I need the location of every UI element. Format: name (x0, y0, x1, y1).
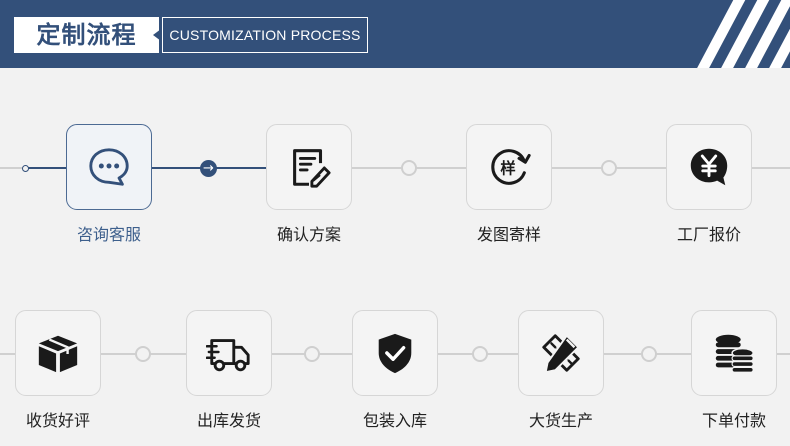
step-label: 出库发货 (196, 411, 261, 430)
page-title: 定制流程 (14, 17, 159, 53)
document-edit-icon (293, 149, 331, 188)
step-pack-storage[interactable] (352, 310, 438, 396)
step-label: 大货生产 (528, 411, 593, 430)
step-label: 收货好评 (25, 411, 90, 430)
pencil-ruler-icon (542, 334, 580, 374)
flow-connector (304, 346, 320, 362)
step-factory-quote[interactable] (666, 124, 752, 210)
step-order-payment[interactable] (691, 310, 777, 396)
header-banner: 定制流程 CUSTOMIZATION PROCESS (0, 0, 790, 68)
flow-connector (401, 160, 417, 176)
flow-start-dot (22, 164, 29, 172)
sample-refresh-icon: 样 (491, 149, 531, 185)
step-outbound-ship[interactable] (186, 310, 272, 396)
title-pointer (153, 29, 161, 41)
step-label: 确认方案 (276, 225, 341, 244)
flow-connector (135, 346, 151, 362)
shield-check-icon (378, 333, 412, 374)
arrow-right-icon: → (200, 159, 217, 177)
step-label: 工厂报价 (676, 225, 741, 244)
step-label: 发图寄样 (476, 225, 541, 244)
flow-connector (601, 160, 617, 176)
svg-text:样: 样 (500, 160, 515, 178)
step-consult-service[interactable] (66, 124, 152, 210)
package-box-icon (38, 335, 78, 373)
flow-line (0, 353, 15, 355)
flow-line (777, 353, 790, 355)
step-receive-review[interactable] (15, 310, 101, 396)
flow-line (0, 167, 24, 169)
step-label: 咨询客服 (76, 225, 141, 244)
step-mass-production[interactable] (518, 310, 604, 396)
flow-connector (472, 346, 488, 362)
flow-connector (641, 346, 657, 362)
flow-line-active (28, 167, 66, 169)
coin-stack-icon (715, 334, 754, 373)
yuan-quote-icon (690, 148, 728, 186)
page-subtitle: CUSTOMIZATION PROCESS (162, 17, 368, 53)
flow-line (752, 167, 790, 169)
step-label: 下单付款 (701, 411, 766, 430)
step-send-sample[interactable]: 样 (466, 124, 552, 210)
step-confirm-plan[interactable] (266, 124, 352, 210)
chat-bubble-icon (89, 148, 129, 186)
delivery-truck-icon (206, 339, 250, 372)
step-label: 包装入库 (362, 411, 427, 430)
